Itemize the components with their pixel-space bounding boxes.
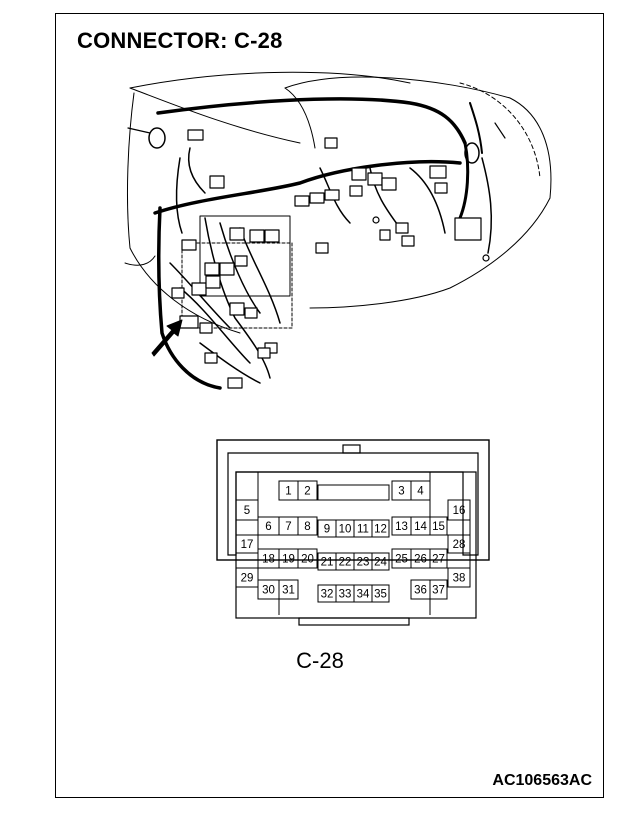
pin-cell <box>429 548 448 569</box>
pin-number: 34 <box>357 589 370 601</box>
pin-number: 20 <box>301 554 314 566</box>
pin-cell <box>371 584 390 603</box>
pin-number: 35 <box>374 589 387 601</box>
pin-number: 11 <box>357 524 369 536</box>
pin-number: 29 <box>241 573 254 585</box>
pin-number: 1 <box>285 486 291 498</box>
pin-number: 26 <box>414 554 427 566</box>
pin-number: 33 <box>339 589 352 601</box>
pin-number: 14 <box>414 521 427 533</box>
pin-number: 8 <box>304 521 310 533</box>
pin-number: 36 <box>414 585 427 597</box>
pin-number: 19 <box>282 554 295 566</box>
harness-illustration <box>124 71 552 390</box>
page-title: CONNECTOR: C-28 <box>77 28 283 53</box>
pin-number: 6 <box>265 521 271 533</box>
pin-number: 3 <box>398 486 404 498</box>
pin-number: 12 <box>374 524 387 536</box>
pin-cell <box>429 579 448 600</box>
pin-number: 18 <box>262 554 275 566</box>
pin-number: 13 <box>395 521 408 533</box>
pin-cell <box>371 519 390 538</box>
figure-id: AC106563AC <box>492 772 592 789</box>
pin-cell <box>371 552 390 571</box>
pin-number: 31 <box>282 585 295 597</box>
pin-number: 2 <box>304 486 310 498</box>
pin-number: 37 <box>432 585 445 597</box>
pin-number: 9 <box>324 524 330 536</box>
pin-cell <box>429 516 448 536</box>
pin-number: 27 <box>432 554 445 566</box>
pin-number: 10 <box>339 524 352 536</box>
pin-number: 16 <box>453 505 466 517</box>
pin-cell <box>297 480 318 501</box>
pin-number: 30 <box>262 585 275 597</box>
pin-number: 5 <box>244 505 250 517</box>
pin-number: 28 <box>453 539 466 551</box>
connector-label: C-28 <box>296 648 344 673</box>
pin-number: 15 <box>432 521 445 533</box>
pin-cell <box>297 548 318 569</box>
pin-number: 4 <box>417 486 424 498</box>
pin-number: 17 <box>241 539 254 551</box>
pin-number: 23 <box>357 557 370 569</box>
pin-cell <box>278 579 299 600</box>
pin-number: 22 <box>339 557 352 569</box>
pin-number: 38 <box>453 573 466 585</box>
pin-number: 7 <box>285 521 291 533</box>
pin-number: 21 <box>321 557 334 569</box>
pin-cell <box>297 516 318 536</box>
pin-number: 32 <box>321 589 334 601</box>
pin-number: 24 <box>374 557 387 569</box>
diagram-frame <box>55 13 604 798</box>
pin-number: 25 <box>395 554 408 566</box>
